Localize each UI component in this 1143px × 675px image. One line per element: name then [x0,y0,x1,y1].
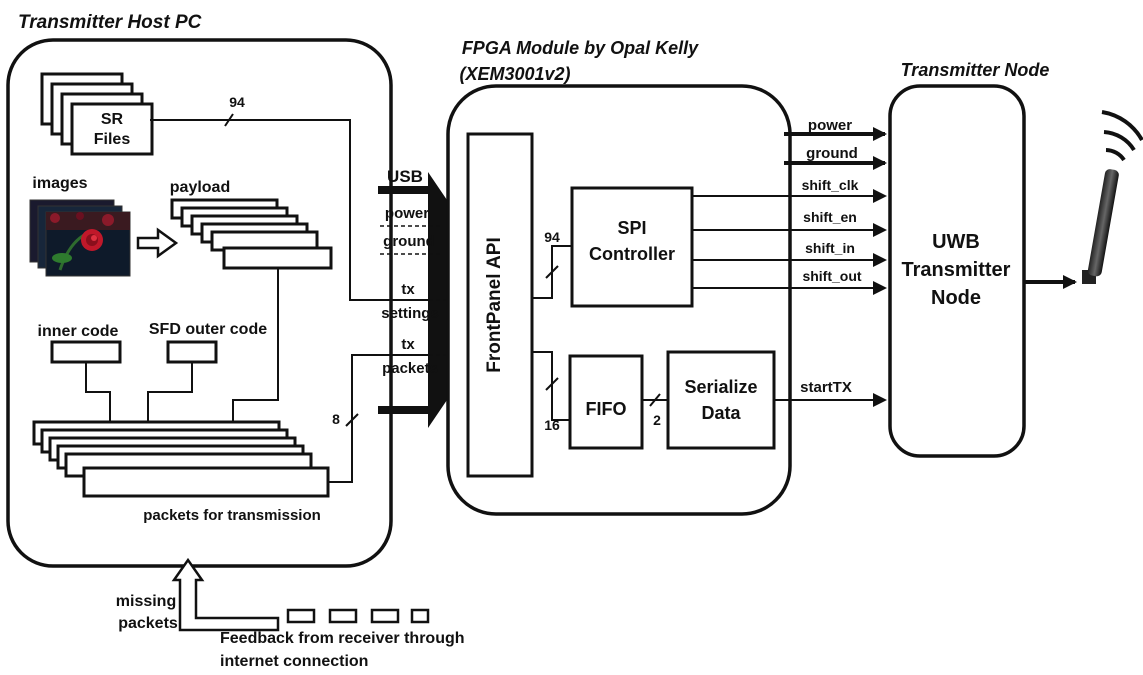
node-label-3: Node [931,287,981,309]
signal-starttx-label: startTX [800,379,852,396]
signal-shift-clk-label: shift_clk [802,177,859,193]
usb-tx-settings-label-2: settings [381,305,439,322]
usb-power-label: power [385,205,429,222]
feedback-label-1: Feedback from receiver through [220,630,465,647]
inner-code-label: inner code [38,323,119,340]
serialize-label-1: Serialize [684,377,757,397]
bus-2-label: 2 [653,412,661,428]
spi-label-1: SPI [617,218,646,238]
bus-16-label: 16 [544,417,560,433]
feedback-label-2: internet connection [220,653,368,670]
fpga-title-1: FPGA Module by Opal Kelly [462,38,699,58]
spi-label-2: Controller [589,244,675,264]
fifo-label: FIFO [586,399,627,419]
sr-files-label-1: SR [101,111,124,128]
signal-shift-en-label: shift_en [803,209,857,225]
signal-shift-out-label: shift_out [802,268,861,284]
feedback-dashes [288,610,428,622]
sfd-outer-code-label: SFD outer code [149,321,267,338]
missing-label-1: missing [116,593,176,610]
usb-tx-packets-label-2: packets [382,360,438,377]
signal-power-label: power [808,117,852,134]
sr-files-label-2: Files [94,131,131,148]
signal-ground-label: ground [806,145,858,162]
payload-label: payload [170,179,230,196]
frontpanel-api-label: FrontPanel API [484,237,505,372]
host-title: Transmitter Host PC [18,12,202,33]
serialize-label-2: Data [701,403,741,423]
inner-code-box [52,342,120,362]
usb-tx-settings-label-1: tx [401,281,415,298]
bus-8-label: 8 [332,411,340,427]
usb-tx-packets-label-1: tx [401,336,415,353]
rose-images-stack [30,200,130,276]
bus-94-fpga-label: 94 [544,229,560,245]
missing-label-2: packets [118,615,178,632]
sfd-outer-code-box [168,342,216,362]
images-label: images [32,175,87,192]
serialize-data-box [668,352,774,448]
signal-shift-in-label: shift_in [805,240,855,256]
bus-94-host-label: 94 [229,94,245,110]
node-title: Transmitter Node [901,60,1050,80]
feedback-hollow-arrow [174,560,278,630]
node-label-2: Transmitter [902,259,1011,281]
antenna-icon [1082,112,1142,284]
node-label-1: UWB [932,231,980,253]
fpga-title-2: (XEM3001v2) [459,64,570,84]
usb-ground-label: ground [383,233,435,250]
packets-for-transmission-label: packets for transmission [143,507,321,524]
usb-label: USB [387,167,423,186]
